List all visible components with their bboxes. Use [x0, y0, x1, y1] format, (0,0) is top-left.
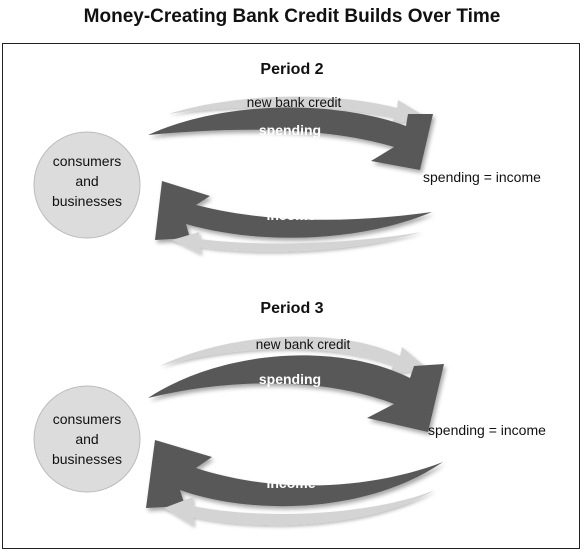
period-3-group: Period 3 new bank credit spending income…	[33, 300, 546, 526]
period-3-return-arrow	[164, 490, 435, 526]
period-2-label: Period 2	[260, 61, 323, 78]
period-2-spending-label: spending	[259, 122, 321, 138]
period-3-label: Period 3	[260, 300, 323, 317]
period-3-spending-arrow	[148, 355, 444, 432]
period-3-circle-text-1: consumers	[53, 411, 121, 427]
period-3-spending-label: spending	[259, 371, 321, 387]
page-title: Money-Creating Bank Credit Builds Over T…	[83, 6, 501, 27]
period-2-income-arrow	[155, 181, 432, 240]
period-2-income-label: income	[266, 207, 315, 223]
period-2-equation: spending = income	[423, 169, 541, 185]
period-3-credit-label: new bank credit	[256, 337, 351, 352]
period-2-circle-text-1: consumers	[53, 153, 121, 169]
period-3-credit-arrow	[160, 336, 428, 374]
period-2-credit-label: new bank credit	[247, 95, 342, 110]
period-3-income-arrow	[146, 440, 443, 508]
period-2-credit-arrow	[168, 96, 426, 124]
period-3-equation: spending = income	[428, 422, 546, 438]
period-2-group: Period 2 new bank credit spending income…	[33, 61, 541, 254]
period-2-actors-circle	[33, 131, 141, 239]
diagram-frame	[2, 43, 580, 549]
period-3-income-label: income	[266, 475, 315, 491]
period-2-return-arrow	[172, 232, 422, 254]
period-3-circle-text-3: businesses	[52, 451, 122, 467]
period-3-circle-text-2: and	[75, 431, 98, 447]
period-2-circle-text-3: businesses	[52, 193, 122, 209]
period-2-spending-arrow	[148, 107, 433, 170]
period-2-circle-text-2: and	[75, 173, 98, 189]
period-3-actors-circle	[33, 385, 141, 493]
